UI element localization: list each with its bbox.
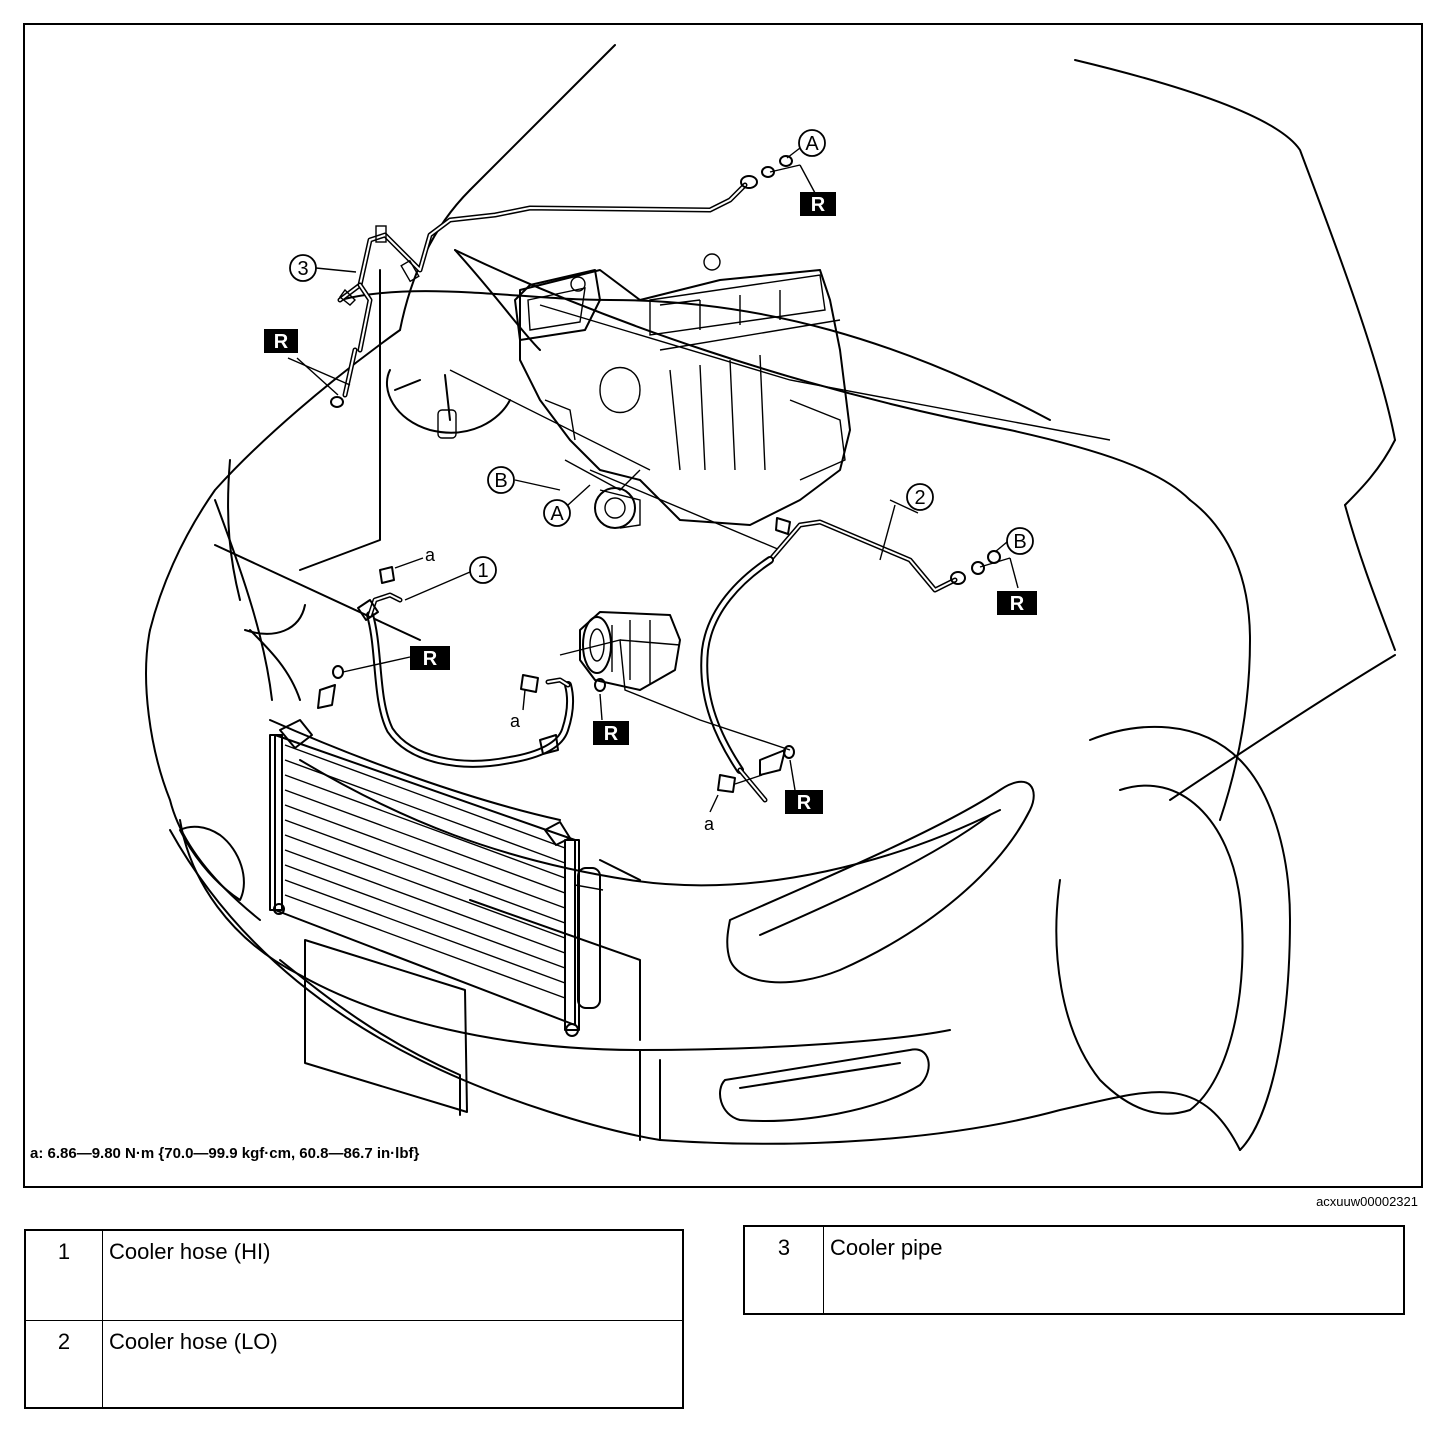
legend-row: 3 Cooler pipe	[743, 1225, 1405, 1315]
svg-text:2: 2	[914, 487, 925, 509]
svg-text:A: A	[805, 133, 819, 155]
svg-text:A: A	[550, 503, 564, 525]
callout-A-top: A	[798, 129, 826, 157]
callout-2: 2	[906, 483, 934, 511]
figure-id: acxuuw00002321	[1316, 1194, 1418, 1209]
svg-text:R: R	[423, 648, 438, 670]
leader-lines	[287, 147, 1019, 813]
callout-B-right: B	[1006, 527, 1034, 555]
ac-compressor	[559, 611, 791, 751]
cooler-hose-lo-2	[700, 517, 1001, 803]
bolt-label-a: a	[425, 545, 436, 565]
legend-number: 3	[743, 1225, 824, 1315]
svg-text:B: B	[1013, 531, 1026, 553]
bolt-label-a: a	[704, 814, 715, 834]
replace-mark-r: R	[785, 790, 823, 814]
replace-mark-r: R	[997, 591, 1037, 615]
svg-text:R: R	[274, 331, 289, 353]
replace-mark-r: R	[593, 721, 629, 745]
legend-part-name: Cooler pipe	[823, 1225, 1405, 1315]
vehicle-body-outline	[145, 44, 1396, 1151]
legend-part-name: Cooler hose (HI)	[102, 1229, 684, 1321]
replace-mark-r: R	[800, 192, 836, 216]
hvac-unit	[449, 253, 1111, 551]
callout-B-hvac: B	[487, 466, 515, 494]
legend-number: 2	[24, 1319, 103, 1409]
figure-frame	[23, 23, 1423, 1188]
svg-text:R: R	[1010, 593, 1025, 615]
svg-text:R: R	[797, 792, 812, 814]
legend-row: 2 Cooler hose (LO)	[24, 1319, 684, 1409]
parts-legend-right: 3 Cooler pipe	[743, 1225, 1405, 1315]
svg-text:1: 1	[477, 560, 488, 582]
callout-1: 1	[469, 556, 497, 584]
legend-number: 1	[24, 1229, 103, 1321]
legend-row: 1 Cooler hose (HI)	[24, 1229, 684, 1321]
parts-legend-left: 1 Cooler hose (HI) 2 Cooler hose (LO)	[24, 1229, 684, 1409]
replace-mark-r: R	[264, 329, 298, 353]
svg-text:R: R	[811, 194, 826, 216]
callout-A-hvac: A	[543, 499, 571, 527]
svg-text:R: R	[604, 723, 619, 745]
bolt-label-a: a	[510, 711, 521, 731]
cooler-hose-hi-1	[317, 566, 606, 768]
condenser	[269, 719, 604, 1037]
svg-text:3: 3	[297, 258, 308, 280]
svg-text:B: B	[494, 470, 507, 492]
legend-part-name: Cooler hose (LO)	[102, 1319, 684, 1409]
cooler-pipe-3	[330, 155, 793, 408]
callout-3: 3	[289, 254, 317, 282]
replace-mark-r: R	[410, 646, 450, 670]
torque-specification: a: 6.86—9.80 N·m {70.0—99.9 kgf·cm, 60.8…	[30, 1145, 420, 1162]
